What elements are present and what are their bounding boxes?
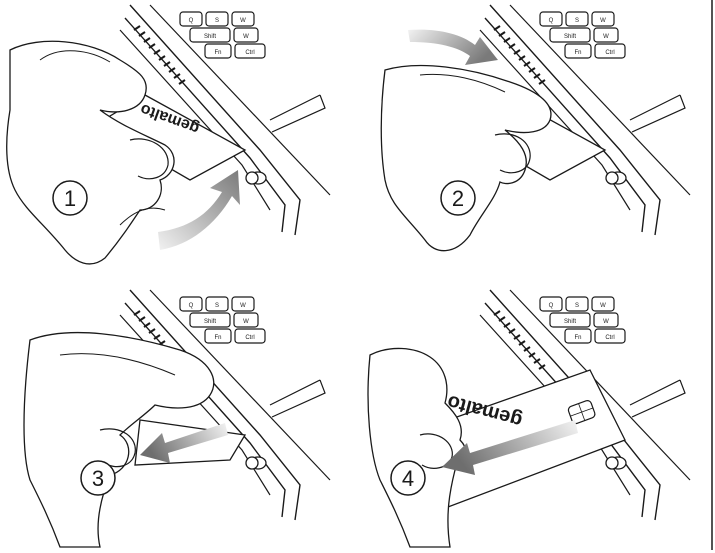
step-number-badge: 1 — [53, 181, 87, 215]
step-number-badge: 2 — [441, 181, 475, 215]
hand — [368, 348, 466, 547]
step-number: 2 — [452, 186, 464, 211]
step-number: 4 — [402, 466, 414, 491]
step-1-panel: gemalto 1 — [7, 5, 330, 264]
step-number: 3 — [92, 466, 104, 491]
step-4-panel: gemalto 4 — [368, 290, 690, 547]
step-3-panel: 3 — [24, 290, 330, 547]
step-number: 1 — [64, 186, 76, 211]
step-number-badge: 4 — [391, 461, 425, 495]
hand — [381, 66, 551, 251]
step-2-panel: 2 — [381, 5, 690, 251]
curved-up-arrow — [158, 170, 240, 250]
hand — [7, 41, 174, 264]
step-number-badge: 3 — [81, 461, 115, 495]
